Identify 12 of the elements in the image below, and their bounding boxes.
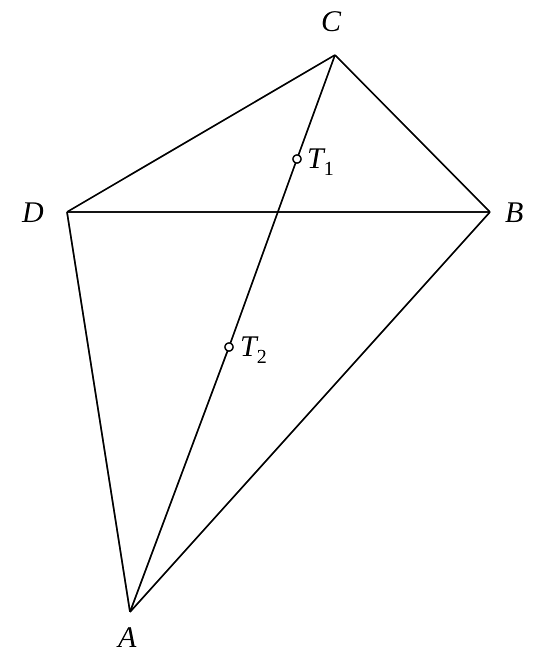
point-label: B	[505, 197, 524, 229]
line-segment	[66, 54, 336, 213]
point-label: D	[22, 197, 44, 229]
point-label: T$_{2}$	[240, 331, 267, 373]
line-segment	[66, 212, 131, 612]
line-segment	[129, 342, 234, 612]
line-segment	[129, 211, 491, 613]
point-label: T$_{1}$	[307, 143, 334, 185]
line-segment	[67, 211, 490, 213]
point-label: A	[118, 622, 136, 654]
line-segment	[334, 54, 491, 213]
point-label: C	[321, 6, 342, 38]
